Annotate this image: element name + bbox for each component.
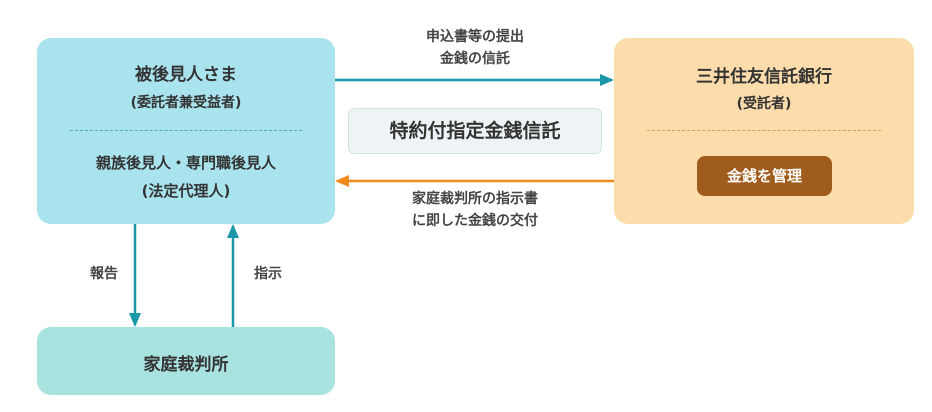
report-label: 報告 <box>90 266 118 282</box>
bank-to-ward-label: 家庭裁判所の指示書 に即した金銭の交付 <box>370 188 580 232</box>
court-name: 家庭裁判所 <box>143 355 229 375</box>
trust-type-label: 特約付指定金銭信託 <box>348 108 602 154</box>
ward-role: (委託者兼受益者) <box>130 95 242 111</box>
bank-to-ward-line2: に即した金銭の交付 <box>412 213 538 229</box>
ward-to-bank-line1: 申込書等の提出 <box>426 29 524 45</box>
bank-box: 三井住友信託銀行 (受託者) 金銭を管理 <box>614 38 914 224</box>
ward-name: 被後見人さま <box>135 65 237 85</box>
bank-role: (受託者) <box>736 96 792 112</box>
guardian-role: (法定代理人) <box>141 182 231 200</box>
guardian-name: 親族後見人・専門職後見人 <box>95 154 276 172</box>
ward-box: 被後見人さま (委託者兼受益者) 親族後見人・専門職後見人 (法定代理人) <box>37 38 335 224</box>
bank-name: 三井住友信託銀行 <box>696 67 832 87</box>
ward-to-bank-line2: 金銭の信託 <box>440 51 510 67</box>
instruction-label: 指示 <box>254 266 282 282</box>
bank-divider <box>647 130 881 131</box>
court-box: 家庭裁判所 <box>37 327 335 395</box>
ward-to-bank-label: 申込書等の提出 金銭の信託 <box>380 26 570 70</box>
bank-to-ward-line1: 家庭裁判所の指示書 <box>412 191 538 207</box>
ward-divider <box>70 130 302 131</box>
manage-money-badge: 金銭を管理 <box>697 156 832 196</box>
